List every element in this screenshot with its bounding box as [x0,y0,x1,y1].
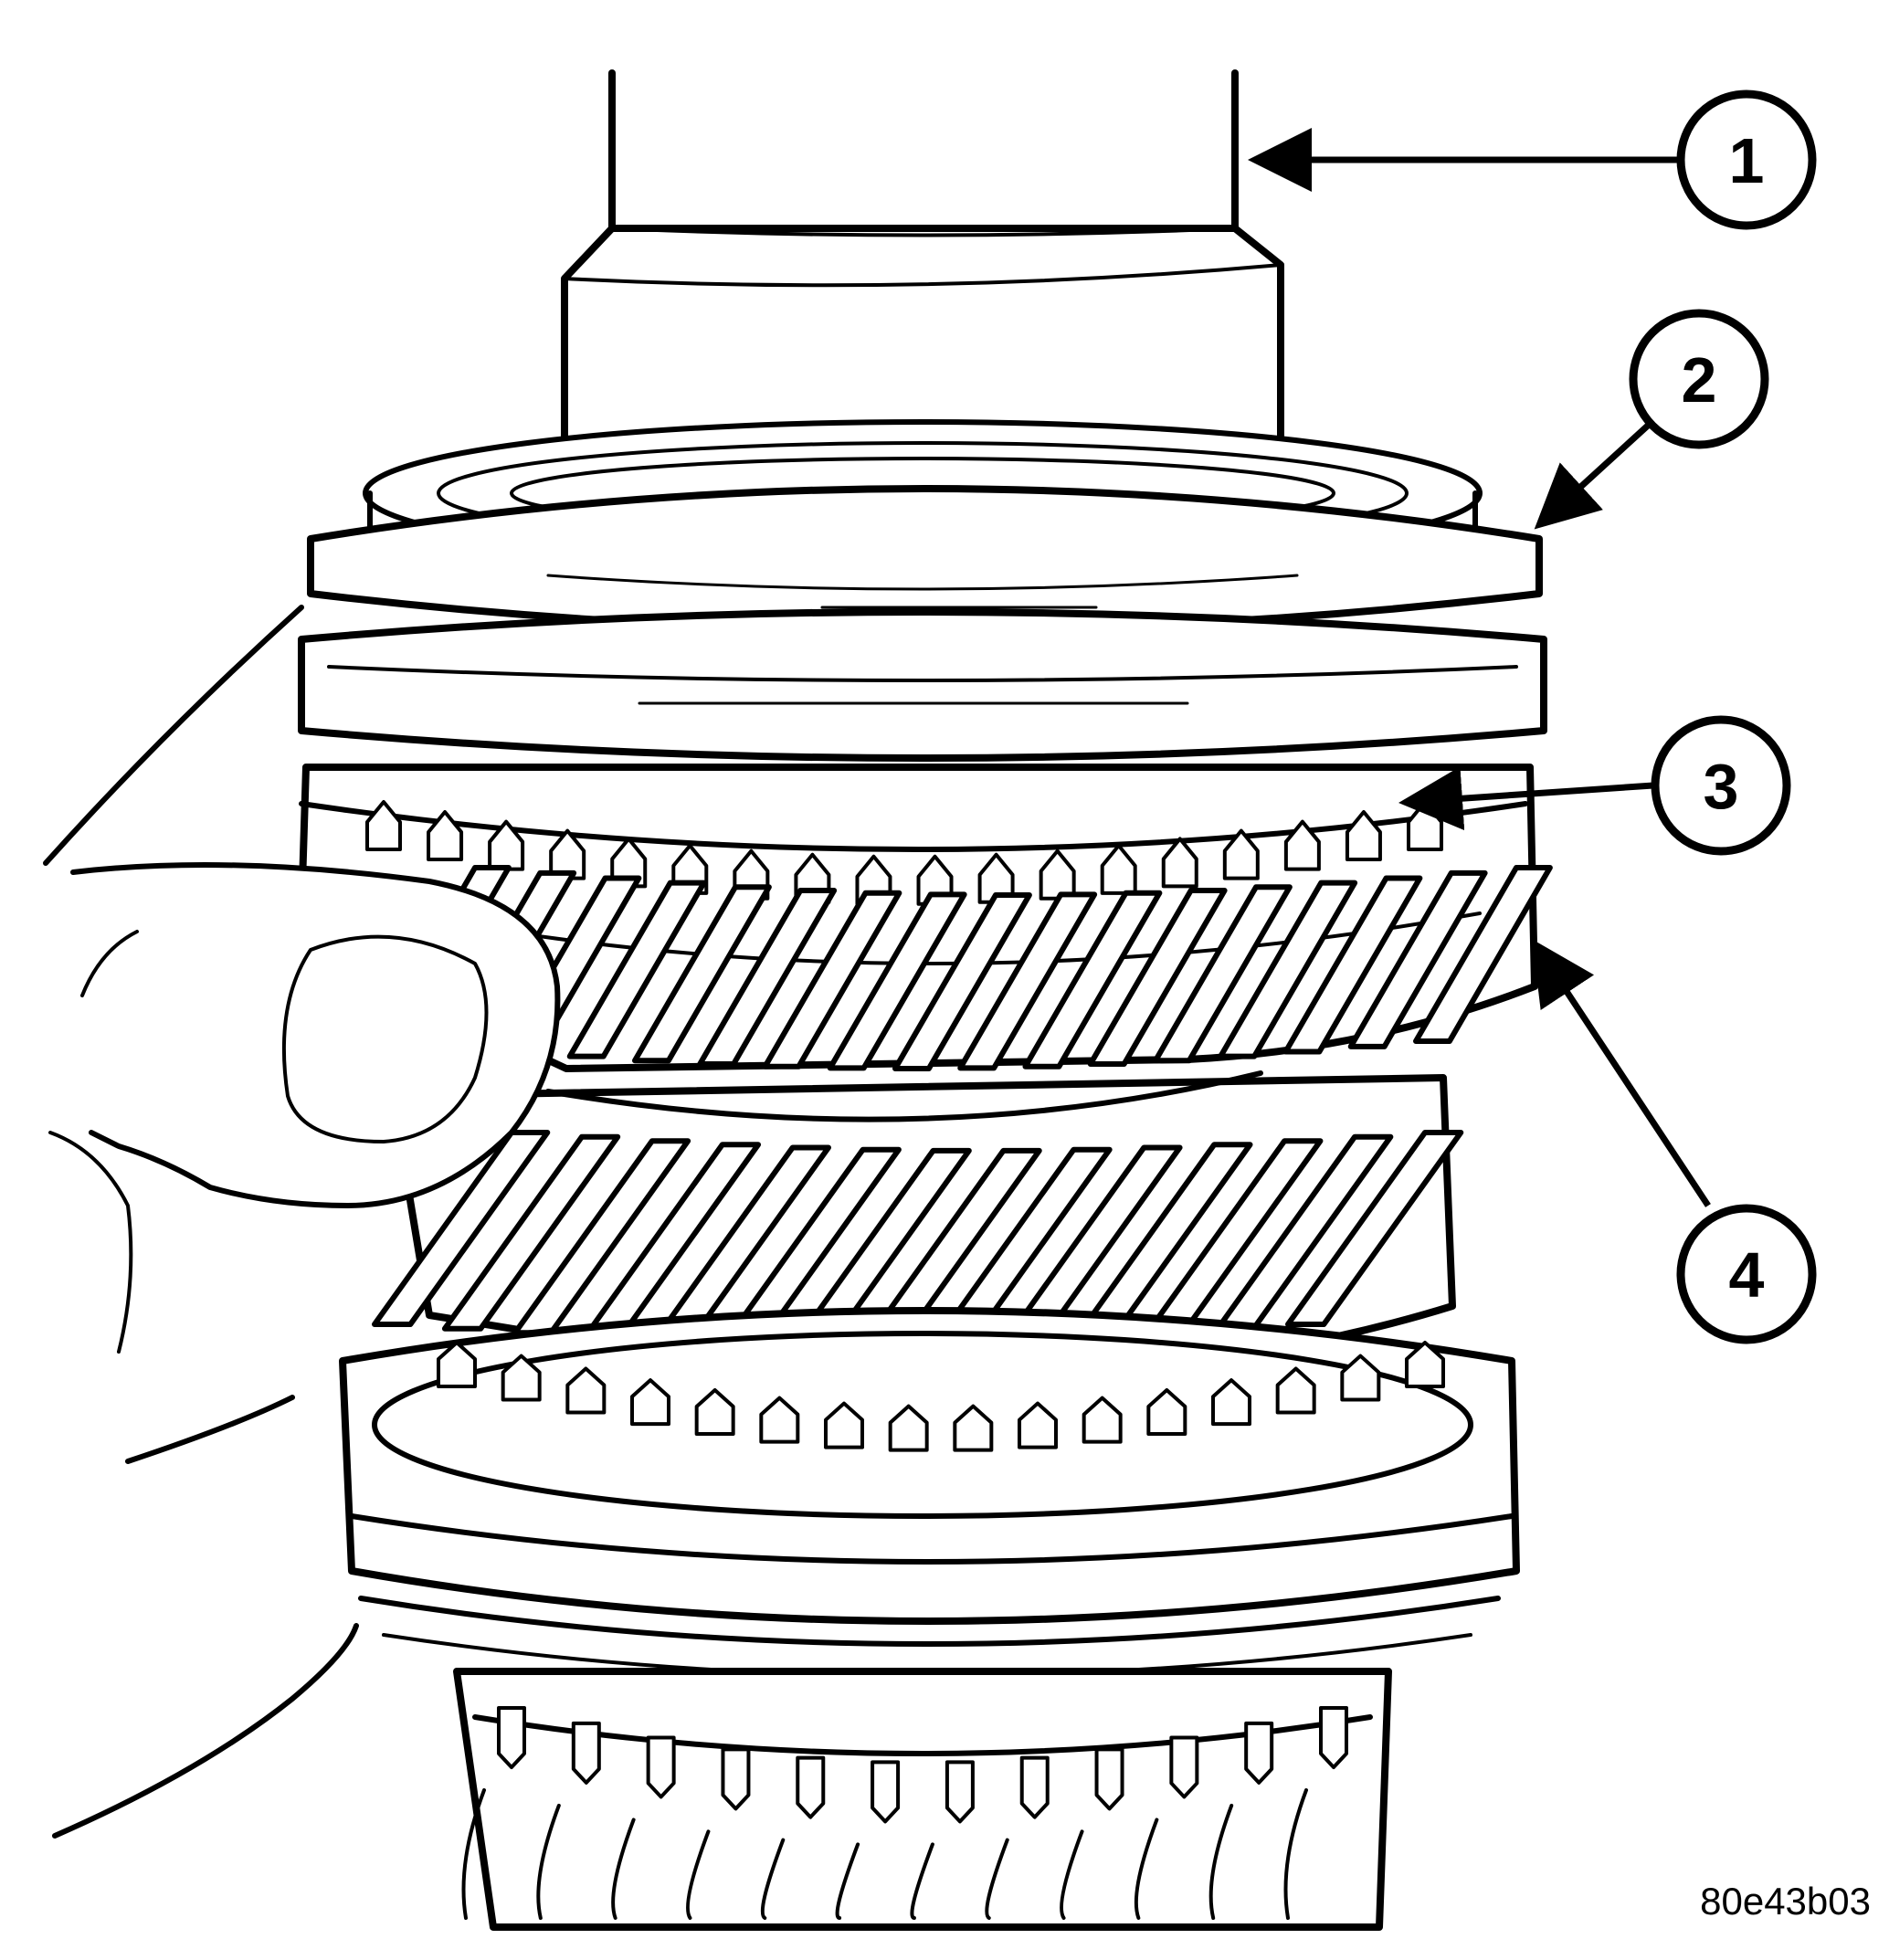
bottom-tooth-flank [1134,1818,1159,1920]
helical-tooth [1282,875,1423,1055]
bottom-tooth [571,1721,601,1785]
svg-text:1: 1 [1729,125,1765,196]
callout-3: 3 [1398,715,1791,856]
helical-tooth [1153,884,1293,1064]
helical-tooth [1285,1130,1464,1327]
callout-2: 2 [1534,309,1769,530]
sync-tooth [1082,1396,1123,1444]
sync-tooth [888,1404,929,1452]
bottom-gear [453,1668,1392,1931]
sync-tooth [501,1354,542,1402]
sync-tooth [1018,1401,1058,1449]
sync-tooth [630,1378,670,1427]
bottom-tooth-flank [835,1842,860,1920]
sync-tooth [437,1341,477,1388]
sync-tooth [1345,810,1382,862]
bottom-tooth-flank [1208,1803,1234,1920]
sync-tooth [1211,1378,1251,1427]
helical-tooth [762,890,902,1070]
sync-tooth [488,819,525,871]
helical-tooth [892,892,1032,1071]
helical-tooth [1087,887,1228,1067]
helical-tooth [1413,865,1553,1044]
helical-tooth [1022,890,1163,1070]
sync-tooth [365,800,402,851]
helical-tooth [957,891,1098,1071]
bottom-tooth-flank [985,1838,1009,1920]
helical-tooth [566,880,707,1059]
svg-text:3: 3 [1704,751,1739,822]
bottom-gear-teeth [461,1706,1348,1920]
sync-tooth [759,1396,800,1444]
shaft [561,69,1284,482]
sync-tooth [565,1366,607,1415]
bottom-tooth [497,1706,526,1769]
sync-tooth [1222,828,1260,880]
bottom-tooth-flank [536,1803,561,1920]
bottom-tooth [721,1747,751,1811]
bottom-tooth-flank [1283,1788,1308,1920]
helical-tooth [1347,869,1488,1049]
bottom-tooth [1169,1735,1199,1799]
bottom-tooth [646,1735,676,1799]
hand [43,605,561,1839]
sync-tooth [953,1404,994,1452]
callout-1: 1 [1248,90,1817,230]
svg-text:4: 4 [1729,1239,1765,1311]
synchronizer-ring-upper [307,419,1543,634]
sync-tooth [549,828,586,880]
helical-tooth [632,884,772,1064]
helical-tooth [697,887,838,1067]
callout-4: 4 [1532,939,1817,1344]
figure-id: 80e43b03 [1700,1880,1871,1923]
bottom-tooth-flank [910,1842,934,1920]
synchronizer-teeth-lower [437,1341,1445,1452]
helical-tooth [827,891,967,1071]
bottom-tooth-flank [461,1788,486,1920]
bottom-tooth [944,1760,975,1824]
bottom-tooth [871,1760,901,1824]
sync-tooth [1283,819,1321,871]
sync-tooth [610,837,648,889]
sync-tooth [1275,1366,1316,1415]
bottom-tooth [796,1755,826,1819]
sync-tooth [694,1388,735,1437]
clutch-sleeve [298,608,1547,762]
bottom-tooth [1019,1755,1050,1819]
svg-text:2: 2 [1682,344,1717,416]
bottom-tooth [1319,1706,1348,1769]
bottom-tooth-flank [611,1818,636,1920]
bottom-tooth [1094,1747,1124,1811]
helical-tooth [372,1130,551,1327]
sync-tooth [824,1401,864,1449]
sync-tooth [1405,1341,1445,1388]
bottom-tooth [1244,1721,1274,1785]
helical-tooth [441,1133,621,1332]
bottom-tooth-flank [1060,1829,1084,1920]
sync-tooth [1146,1388,1187,1437]
sync-tooth [427,810,464,862]
sync-tooth [1161,837,1198,889]
sync-tooth [1340,1354,1381,1402]
bottom-tooth-flank [760,1838,786,1920]
bottom-tooth-flank [685,1829,711,1920]
helical-tooth [1218,880,1358,1059]
